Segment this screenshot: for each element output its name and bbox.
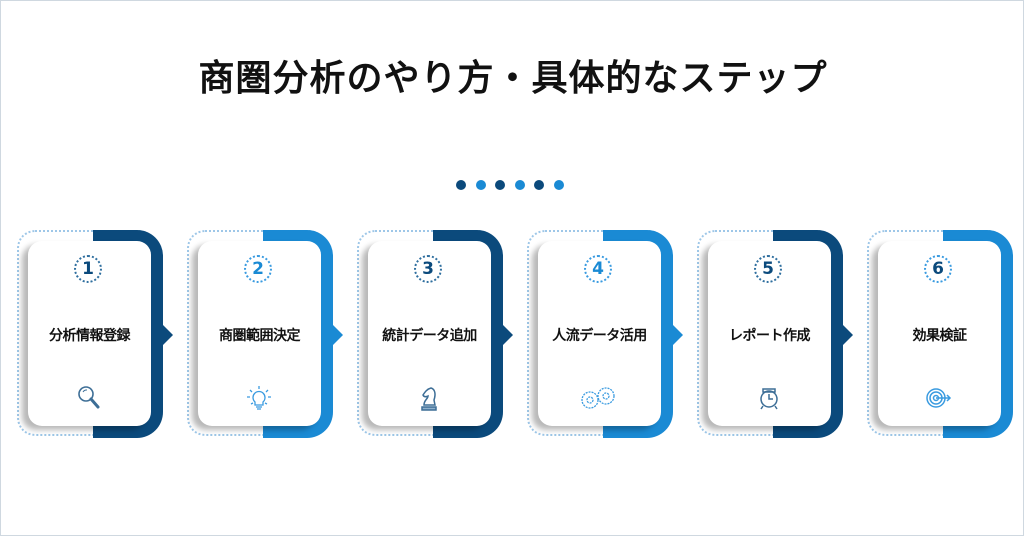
- arrow-right-icon: [162, 324, 173, 346]
- step-bracket: [943, 230, 1013, 438]
- arrow-right-icon: [672, 324, 683, 346]
- step-1: 1 分析情報登録: [17, 230, 189, 440]
- step-bracket: [603, 230, 673, 438]
- step-bracket: [263, 230, 333, 438]
- step-2: 2 商圏範囲決定: [187, 230, 359, 440]
- arrow-right-icon: [502, 324, 513, 346]
- step-bracket: [773, 230, 843, 438]
- step-label: 商圏範囲決定: [219, 328, 301, 344]
- gears-icon: [576, 383, 622, 413]
- step-3: 3 統計データ追加: [357, 230, 529, 440]
- step-label: レポート作成: [729, 328, 811, 344]
- step-card: 4 人流データ活用: [538, 241, 661, 426]
- step-number-badge: 6: [924, 255, 952, 283]
- alarm-clock-icon: [754, 383, 784, 413]
- progress-dot: [514, 180, 525, 190]
- step-bracket: [93, 230, 163, 438]
- target-icon: [924, 383, 954, 413]
- progress-dot: [456, 180, 466, 190]
- step-5: 5 レポート作成: [697, 230, 869, 440]
- step-card: 1 分析情報登録: [28, 241, 151, 426]
- progress-dot: [534, 180, 544, 190]
- step-label: 人流データ活用: [552, 328, 647, 344]
- step-number-badge: 5: [754, 255, 782, 283]
- progress-dot: [475, 180, 486, 190]
- step-label: 分析情報登録: [49, 328, 131, 344]
- magnifier-icon: [74, 383, 104, 413]
- step-4: 4 人流データ活用: [527, 230, 699, 440]
- step-number-badge: 1: [74, 255, 102, 283]
- step-bracket: [433, 230, 503, 438]
- step-card: 3 統計データ追加: [368, 241, 491, 426]
- step-number-badge: 2: [244, 255, 272, 283]
- step-card: 5 レポート作成: [708, 241, 831, 426]
- step-card: 6 効果検証: [878, 241, 1001, 426]
- arrow-right-icon: [332, 324, 343, 346]
- progress-dot: [495, 180, 505, 190]
- chess-knight-icon: [414, 383, 444, 413]
- progress-dot: [553, 180, 564, 190]
- page-title: 商圏分析のやり方・具体的なステップ: [198, 58, 828, 99]
- progress-dots: [456, 180, 564, 190]
- step-label: 統計データ追加: [382, 328, 477, 344]
- step-card: 2 商圏範囲決定: [198, 241, 321, 426]
- arrow-right-icon: [842, 324, 853, 346]
- step-number-badge: 4: [584, 255, 612, 283]
- step-number-badge: 3: [414, 255, 442, 283]
- step-label: 効果検証: [912, 328, 968, 344]
- step-6: 6 効果検証: [867, 230, 1024, 440]
- lightbulb-icon: [244, 383, 274, 413]
